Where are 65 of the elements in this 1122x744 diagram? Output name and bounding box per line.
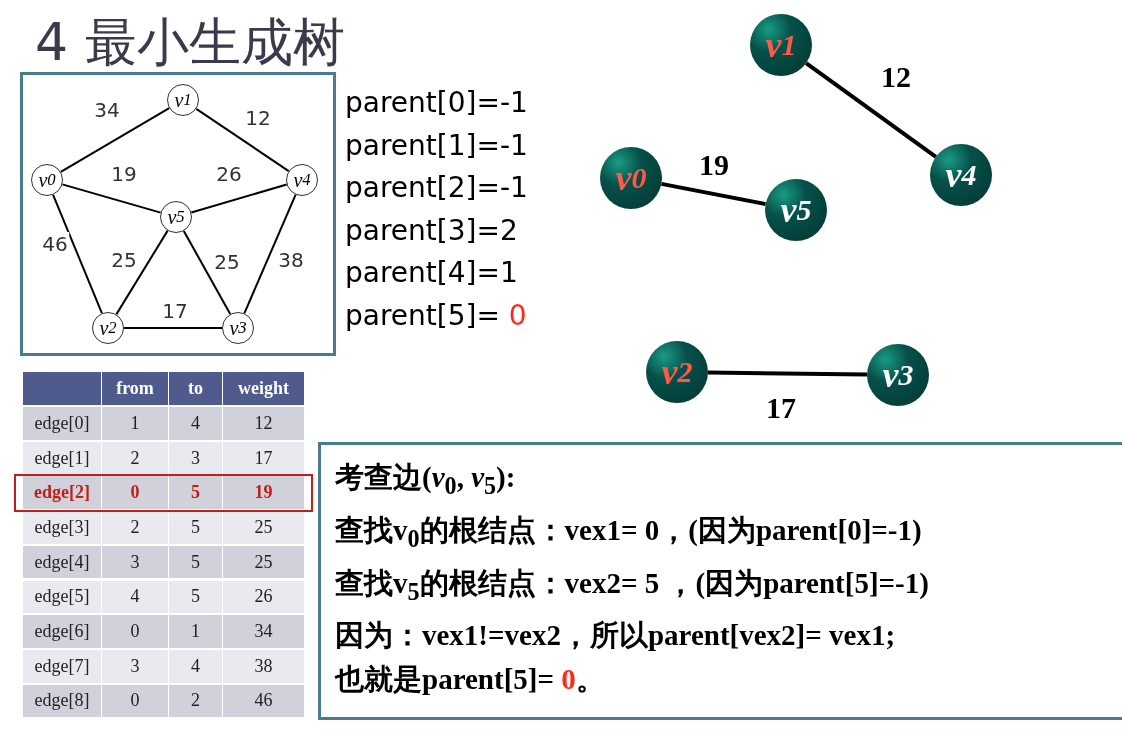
explanation-panel [318,442,1122,720]
table-cell: 0 [102,684,168,718]
edge-line [61,183,162,214]
table-cell: edge[1] [23,441,101,475]
table-cell: 4 [169,649,222,683]
table-cell: 34 [223,615,304,648]
explanation-line: 查找v$_{0}$的根结点：vex1= 0，(因为parent[0]=-1) [335,512,923,554]
table-cell: 19 [223,476,304,510]
table-cell: 5 [169,545,222,579]
table-cell: 5 [169,476,222,510]
table-cell: 38 [223,649,304,683]
table-cell: 12 [223,407,304,440]
table-cell: edge[8] [23,684,101,718]
table-cell: 26 [223,580,304,614]
table-cell: edge[0] [23,407,101,440]
table-cell: edge[4] [23,545,101,579]
explanation-line: 查找v$_{5}$的根结点：vex2= 5 ，(因为parent[5]=-1) [335,565,930,607]
edge-line [804,61,938,159]
table-cell: 5 [169,511,222,544]
table-cell: edge[3] [23,511,101,544]
table-cell: 3 [102,545,168,579]
table-cell: 1 [169,615,222,648]
edge-line [59,107,171,173]
table-header-cell: weight [223,372,304,405]
edge-line [707,370,868,377]
edge-line [123,327,223,329]
table-cell: 25 [223,545,304,579]
edge-line [115,229,169,316]
table-header-cell: to [169,372,222,405]
parent-assignment: parent[5]= 0 [345,298,527,332]
table-cell: 25 [223,511,304,544]
parent-assignment: parent[2]=-1 [345,171,528,204]
table-cell: 3 [102,649,168,683]
edge-line [661,181,766,207]
table-cell: 2 [169,684,222,718]
table-cell: 1 [102,407,168,440]
edge-line [243,193,297,315]
parent-assignment: parent[3]=2 [345,213,518,247]
table-cell: edge[6] [23,615,101,648]
table-cell: 3 [169,441,222,475]
table-cell: edge[5] [23,580,101,614]
edge-line [195,107,290,173]
table-header-cell: from [102,372,168,405]
explanation-line: 考查边(v$_{0}$, v$_{5}$): [335,460,517,501]
parent-assignment: parent[0]=-1 [345,86,528,119]
edge-line [52,193,103,315]
table-cell: 17 [223,441,304,475]
edge-line [182,229,232,316]
table-cell: 46 [223,684,304,718]
table-cell: 2 [102,441,168,475]
table-cell: 0 [102,476,168,510]
table-cell: 4 [102,580,168,614]
edge-line [190,183,288,214]
table-cell: edge[7] [23,649,101,683]
parent-assignment: parent[1]=-1 [345,128,528,162]
table-cell: 5 [169,580,222,614]
explanation-line: 因为：vex1!=vex2，所以parent[vex2]= vex1; [335,618,897,654]
table-cell: 2 [102,511,168,544]
graph-frame [20,72,336,356]
explanation-line: 也就是parent[5]= 0。 [335,662,606,698]
table-cell: edge[2] [23,476,101,510]
table-cell: 4 [169,407,222,440]
parent-assignment: parent[4]=1 [345,256,518,289]
slide-title: 4 最小生成树 [35,11,345,74]
table-cell: 0 [102,615,168,648]
